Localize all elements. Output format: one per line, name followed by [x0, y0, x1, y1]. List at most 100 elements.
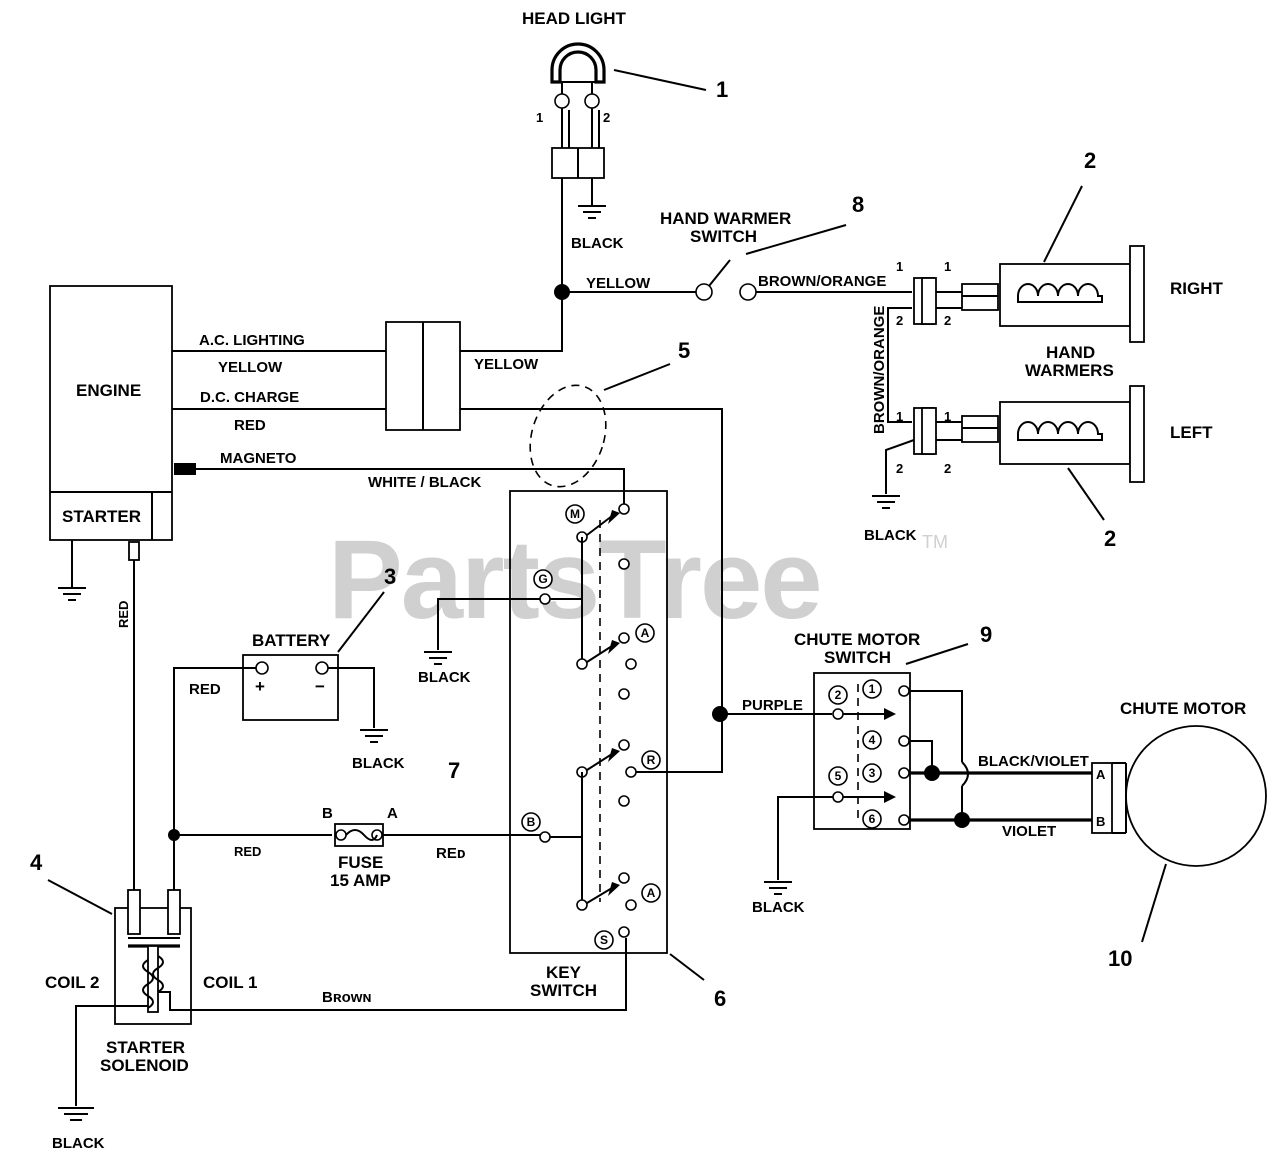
wire-black-battery: [328, 667, 375, 728]
wire-label-black-warmers: BLACK: [864, 527, 917, 544]
wire-label-brown-orange-h: BROWN/ORANGE: [758, 273, 886, 290]
wire-label-black-chute: BLACK: [752, 899, 805, 916]
junction-black-violet: [924, 765, 940, 781]
fuse-label-2: 15 AMP: [330, 871, 391, 890]
engine-label: ENGINE: [76, 381, 141, 400]
wire-label-ac-lighting: A.C. LIGHTING: [199, 332, 305, 349]
hand-warmer-left: [913, 385, 1145, 483]
starter-label: STARTER: [62, 507, 141, 526]
ground-battery: [360, 729, 388, 743]
coil-1-label: COIL 1: [203, 973, 257, 992]
callout-5: 5: [678, 338, 690, 363]
watermark-tm: TM: [922, 532, 948, 552]
wire-label-red-fuse-left: RED: [234, 844, 261, 859]
wire-yellow-connector: [460, 294, 563, 352]
callout-2-top: 2: [1084, 148, 1096, 173]
ground-key: [424, 651, 452, 665]
callout-3: 3: [384, 564, 396, 589]
wire-label-yellow-switch: YELLOW: [586, 275, 651, 292]
leader-2-bottom: [1067, 467, 1105, 521]
key-switch-label-1: KEY: [546, 963, 582, 982]
wire-label-yellow-engine: YELLOW: [218, 359, 283, 376]
wire-cross-4: [909, 740, 933, 773]
wire-label-purple: PURPLE: [742, 697, 803, 714]
leader-5: [603, 363, 671, 391]
wire-label-red-starter: RED: [116, 601, 131, 628]
wire-label-red-fuse-right: REᴅ: [436, 845, 466, 862]
chute-motor-label: CHUTE MOTOR: [1120, 699, 1246, 718]
warmer-right-pin-2a: 2: [896, 313, 903, 328]
callout-1: 1: [716, 77, 728, 102]
key-terminal-g: G: [538, 572, 547, 586]
key-terminal-b: B: [527, 815, 536, 829]
wire-cross-1: [909, 690, 963, 762]
chute-terminal-1: 1: [869, 682, 876, 696]
ground-solenoid: [58, 1107, 94, 1121]
chute-terminal-labels: [828, 679, 882, 829]
leader-2-top: [1043, 185, 1083, 263]
wire-red-regulator: [460, 408, 723, 773]
key-terminal-r: R: [647, 753, 656, 767]
wire-label-magneto: MAGNETO: [220, 450, 297, 467]
warmer-left-pin-1a: 1: [896, 409, 903, 424]
hand-warmer-switch-label-2: SWITCH: [690, 227, 757, 246]
engine: [49, 285, 196, 601]
starter-solenoid: [114, 889, 627, 1025]
head-light: [550, 42, 606, 294]
callout-9: 9: [980, 622, 992, 647]
wire-black-warmers: [885, 439, 915, 494]
wire-brown-orange-v: [887, 307, 912, 423]
dashed-ellipse-5: [529, 384, 607, 488]
connector-block: [385, 321, 461, 431]
chute-terminal-6: 6: [869, 812, 876, 826]
leader-6: [669, 953, 705, 981]
wire-label-brown: Bʀᴏᴡɴ: [322, 989, 372, 1006]
fuse: [334, 823, 384, 847]
warmer-right-pin-1b: 1: [944, 259, 951, 274]
wire-label-red-engine: RED: [234, 417, 266, 434]
head-light-pin-2: 2: [603, 110, 610, 125]
wire-magneto: [196, 468, 625, 505]
callout-4: 4: [30, 850, 43, 875]
leader-1: [613, 69, 707, 91]
wire-red-battery: [173, 667, 256, 890]
ground-chute: [764, 881, 792, 895]
warmer-left-pin-2b: 2: [944, 461, 951, 476]
battery-label: BATTERY: [252, 631, 331, 650]
wire-black-key: [437, 598, 540, 650]
fuse-pin-b: B: [322, 805, 333, 822]
key-terminal-a1: A: [641, 626, 650, 640]
wire-label-black-solenoid: BLACK: [52, 1135, 105, 1152]
wire-label-black-battery: BLACK: [352, 755, 405, 772]
junction-red: [168, 829, 180, 841]
chute-terminal-3: 3: [869, 766, 876, 780]
callout-7: 7: [448, 758, 460, 783]
right-label: RIGHT: [1170, 279, 1224, 298]
battery-plus: +: [255, 677, 265, 696]
hand-warmer-switch-label-1: HAND WARMER: [660, 209, 791, 228]
warmer-right-pin-1a: 1: [896, 259, 903, 274]
hand-warmers-label-1: HAND: [1046, 343, 1095, 362]
wire-label-violet: VIOLET: [1002, 823, 1056, 840]
wire-label-black-key: BLACK: [418, 669, 471, 686]
leader-8: [745, 224, 847, 255]
key-terminal-a2: A: [647, 886, 656, 900]
key-terminal-labels: [521, 504, 661, 950]
chute-terminal-5: 5: [835, 769, 842, 783]
watermark: PartsTree: [328, 517, 821, 642]
leader-4: [47, 879, 113, 915]
junction-yellow: [554, 284, 570, 300]
motor-pin-b: B: [1096, 814, 1105, 829]
head-light-pin-1: 1: [536, 110, 543, 125]
hand-warmer-switch[interactable]: [695, 259, 757, 301]
key-switch[interactable]: [509, 490, 668, 954]
callout-6: 6: [714, 986, 726, 1011]
motor-pin-a: A: [1096, 767, 1106, 782]
key-terminal-m: M: [570, 507, 580, 521]
head-light-label: HEAD LIGHT: [522, 9, 627, 28]
battery-minus: −: [315, 677, 325, 696]
wire-label-black-headlight: BLACK: [571, 235, 624, 252]
junction-purple: [712, 706, 728, 722]
leader-9: [905, 643, 969, 665]
starter-solenoid-label-1: STARTER: [106, 1038, 185, 1057]
